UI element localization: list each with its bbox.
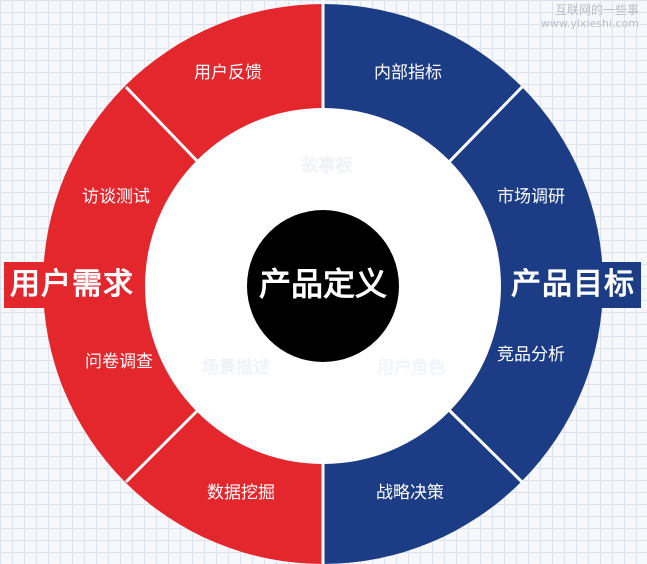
segment-label-interview-test: 访谈测试: [82, 187, 150, 207]
inner-label-persona: 用户角色: [377, 358, 445, 378]
divider-upper-right: [447, 85, 524, 164]
product-goals-tag: 产品目标: [505, 262, 641, 308]
segment-label-strategic-decision: 战略决策: [376, 483, 444, 503]
center-label: 产品定义: [259, 265, 387, 303]
divider-lower-left: [124, 408, 200, 484]
watermark-url: www.yixieshi.com: [540, 17, 639, 30]
segment-label-competitor-analysis: 竞品分析: [497, 345, 565, 365]
watermark: 互联网的一些事 www.yixieshi.com: [541, 3, 639, 31]
divider-upper-left: [124, 85, 200, 164]
segment-label-data-mining: 数据挖掘: [207, 483, 275, 503]
center-circle: [247, 210, 399, 362]
segment-label-user-feedback: 用户反馈: [194, 63, 262, 83]
inner-label-scenario: 场景描述: [202, 358, 270, 378]
watermark-name: 互联网的一些事: [554, 3, 639, 17]
inner-label-storyboard: 故事板: [302, 156, 353, 176]
segment-label-questionnaire: 问卷调查: [85, 352, 153, 372]
segment-label-internal-metrics: 内部指标: [374, 63, 442, 83]
divider-lower-right: [447, 408, 524, 484]
segment-label-market-research: 市场调研: [497, 187, 565, 207]
user-needs-tag: 用户需求: [4, 262, 140, 308]
